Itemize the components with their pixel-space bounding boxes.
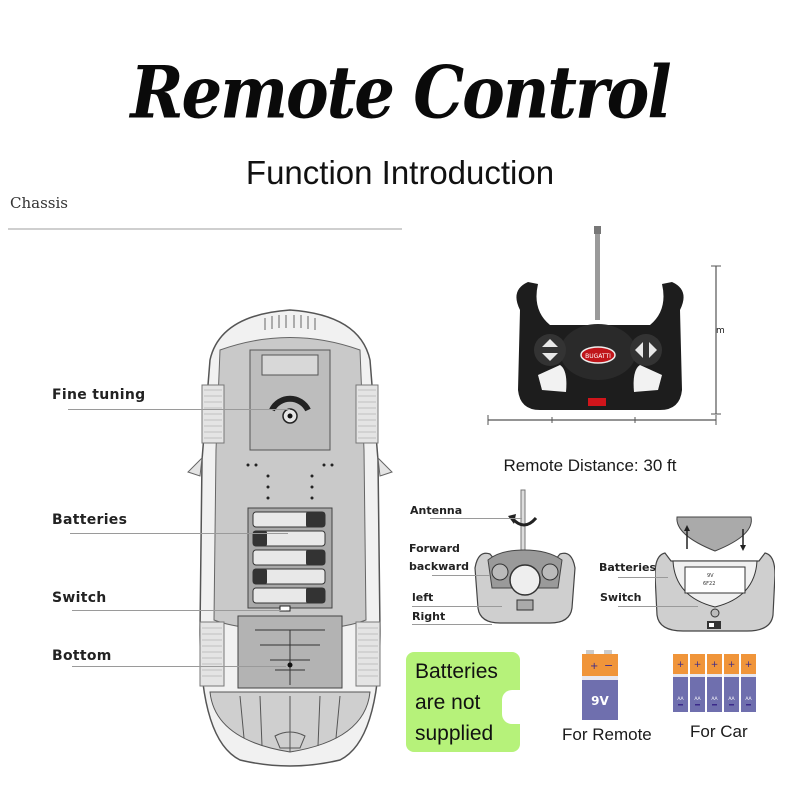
leader-right bbox=[412, 624, 492, 625]
callout-fine-tuning: Fine tuning bbox=[52, 387, 146, 403]
label-batteries-remote: Batteries bbox=[599, 561, 656, 574]
callout-line-switch bbox=[72, 610, 286, 611]
compartment-text-9v: 9V bbox=[707, 573, 714, 579]
leader-backward bbox=[432, 575, 490, 576]
remote-back-diagram: 9V 6F22 bbox=[655, 516, 775, 632]
diagram-antenna bbox=[520, 489, 526, 551]
svg-text:+: + bbox=[694, 660, 702, 670]
label-left: left bbox=[412, 591, 434, 604]
label-switch-remote: Switch bbox=[600, 591, 642, 604]
remote-distance: Remote Distance: 30 ft bbox=[503, 456, 677, 475]
svg-text:+: + bbox=[728, 660, 736, 670]
label-antenna: Antenna bbox=[410, 504, 463, 517]
rear-left-wheel bbox=[199, 621, 225, 687]
notice-line-2: are not bbox=[415, 691, 481, 714]
notice-notch bbox=[502, 690, 524, 724]
label-forward: Forward bbox=[409, 542, 460, 555]
antenna bbox=[595, 230, 600, 320]
svg-text:−: − bbox=[604, 659, 613, 672]
aa-battery-label: AA bbox=[745, 696, 752, 702]
chassis-section-label: Chassis bbox=[10, 194, 68, 212]
svg-text:+: + bbox=[745, 660, 753, 670]
fine-tuning-dial bbox=[269, 395, 311, 412]
front-grille bbox=[264, 315, 316, 330]
section-divider bbox=[8, 228, 402, 230]
callout-batteries: Batteries bbox=[52, 512, 128, 528]
rear-right-wheel bbox=[355, 621, 381, 687]
aa-batteries-group: + AA + AA + AA + AA + AA bbox=[673, 654, 756, 712]
leader-left bbox=[412, 606, 502, 607]
aa-battery-label: AA bbox=[728, 696, 735, 702]
height-dimension-line bbox=[711, 265, 721, 415]
compartment-text-6f22: 6F22 bbox=[703, 581, 715, 587]
brand-badge bbox=[580, 346, 616, 364]
car-batteries bbox=[252, 511, 326, 604]
battery-cover bbox=[676, 516, 752, 552]
page-title: Remote Control bbox=[130, 51, 671, 136]
aa-battery-icon: + AA bbox=[673, 654, 688, 712]
svg-text:+: + bbox=[711, 660, 719, 670]
caption-for-remote: For Remote bbox=[562, 725, 652, 744]
page-subtitle: Function Introduction bbox=[245, 154, 555, 191]
brand-badge-text: BUGATTI bbox=[585, 353, 611, 360]
forward-backward-button bbox=[534, 334, 566, 366]
left-right-button bbox=[630, 334, 662, 366]
remote-front-diagram bbox=[474, 489, 576, 624]
callout-line-fine-tuning bbox=[68, 409, 290, 410]
svg-text:+: + bbox=[590, 661, 598, 672]
aa-battery-icon: + AA bbox=[690, 654, 705, 712]
label-right: Right bbox=[412, 610, 446, 623]
aa-battery-label: AA bbox=[711, 696, 718, 702]
remote-controller-illustration: BUGATTI bbox=[487, 226, 717, 425]
callout-bottom: Bottom bbox=[52, 648, 112, 664]
notice-line-1: Batteries bbox=[415, 660, 498, 683]
aa-battery-icon: + AA bbox=[741, 654, 756, 712]
aa-battery-icon: + AA bbox=[724, 654, 739, 712]
callout-switch: Switch bbox=[52, 590, 107, 606]
batteries-not-supplied-notice: Batteries are not supplied bbox=[406, 652, 520, 752]
callout-line-bottom bbox=[72, 666, 286, 667]
leader-switch-remote bbox=[618, 606, 698, 607]
leader-antenna bbox=[430, 518, 522, 519]
callout-line-batteries bbox=[70, 533, 288, 534]
label-backward: backward bbox=[409, 560, 470, 573]
battery-9v-icon: + − 9V bbox=[582, 650, 618, 720]
power-switch bbox=[279, 605, 291, 612]
caption-for-car: For Car bbox=[690, 722, 748, 741]
car-chassis-illustration bbox=[187, 309, 393, 767]
aa-battery-label: AA bbox=[677, 696, 684, 702]
height-marker-label: m bbox=[716, 326, 725, 336]
svg-text:+: + bbox=[677, 660, 685, 670]
battery-9v-label: 9V bbox=[591, 694, 609, 708]
aa-battery-icon: + AA bbox=[707, 654, 722, 712]
notice-line-3: supplied bbox=[415, 722, 494, 745]
aa-battery-label: AA bbox=[694, 696, 701, 702]
leader-batteries-remote bbox=[618, 577, 668, 578]
